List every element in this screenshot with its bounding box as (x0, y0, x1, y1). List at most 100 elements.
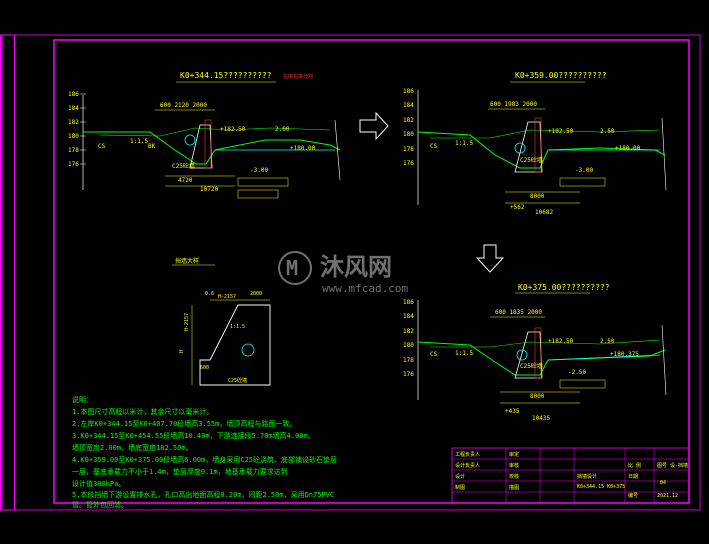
outer-frame (1, 34, 701, 511)
drawing-border (53, 39, 690, 504)
tb-right1-label: 比 例 (628, 462, 641, 469)
s3-dim-bottom2: 10435 (532, 415, 550, 422)
title-block: 工程负责人 审定 设计负责人 审核 挡墙设计 设计 校核 K0+344.15 K… (451, 447, 690, 504)
watermark-text: 沐风网 (320, 253, 392, 281)
s3-level-178: 178 (403, 357, 414, 364)
s1-label-cs: CS (98, 143, 106, 150)
s1-dim-top: 600 2120 2000 (160, 102, 207, 109)
tb-r3c2: 校核 (509, 473, 519, 480)
s3-label-c: C25砼墙 (520, 362, 543, 370)
tb-r3c3: K0+344.15 K0+375 (577, 484, 625, 490)
notes-line-6: 一层，基底承载力不小于1.4m，垫层厚度0.1m，地基承载力要求达到 (72, 467, 288, 476)
detail-section: 挡墙大样 0.6 H-2157 2000 1:1.5 H H-2157 600 … (172, 257, 271, 386)
tb-right2-value: 04 (660, 480, 666, 486)
notes-line-9: 管。管外包回滤。 (72, 500, 128, 509)
s3-level-right: +182.50 (548, 338, 574, 345)
section-1-title: K0+344.15?????????? (180, 71, 272, 80)
tb-r1c2: 审定 (509, 451, 519, 458)
s2-dim-bottom1: 8000 (530, 193, 545, 200)
s1-label-c: C25砼墙 (172, 162, 195, 170)
detail-dim-bottom: 600 (200, 365, 209, 371)
watermark-url: www.mfcad.com (322, 282, 408, 295)
detail-dim-side1: H-2157 (184, 313, 190, 331)
s3-level-180: 180 (403, 342, 414, 349)
detail-dim-top3: 2000 (250, 291, 262, 297)
detail-label: C25砼墙 (228, 377, 247, 384)
s2-level-right: +182.50 (548, 128, 574, 135)
tb-r4c1: 制图 (455, 484, 465, 491)
watermark-logo-icon (278, 251, 312, 285)
tb-r2c2: 审核 (509, 462, 519, 469)
s3-label-cs: CS (430, 351, 438, 358)
s1-level-186: 186 (68, 91, 79, 98)
section-1-note: 左岸右岸分別 (283, 73, 313, 80)
s1-level-left: 2.00 (275, 126, 290, 133)
s2-dim-top: 600 1983 2000 (490, 101, 537, 108)
notes-line-5: 4.K0+359.00至K0+375.00段墙高6.00m，墙身采用C25砼浇筑… (72, 455, 337, 464)
s1-level-178: 178 (68, 147, 79, 154)
s2-level-180: 180 (403, 131, 414, 138)
notes-line-3: 3.K0+344.15至K0+454.55段墙高10.40m，下游连接段5.70… (72, 431, 315, 440)
s2-level-left: 2.50 (600, 128, 615, 135)
detail-ratio: 1:1.5 (230, 324, 245, 330)
s3-dim-bottom1: 8000 (530, 393, 545, 400)
s1-ratio: 1:1.5 (130, 138, 148, 145)
s3-level-water: +180.375 (610, 351, 639, 358)
s1-level-water: +180.00 (290, 145, 316, 152)
section-2-title: K0+359.00?????????? (515, 71, 607, 80)
tb-r3c1: 设计 (455, 473, 465, 480)
tb-r4c2: 描图 (509, 484, 519, 491)
s2-ratio: 1:1.5 (455, 140, 473, 147)
s3-level-186: 186 (403, 299, 414, 306)
s1-dim-bottom1: 4720 (178, 177, 193, 184)
s2-level-182: 182 (403, 117, 414, 124)
s2-label-c: C25砼墙 (520, 156, 543, 164)
s1-level-176: 176 (68, 161, 79, 168)
s2-level-water: +180.00 (615, 145, 641, 152)
s1-dim-bottom2: 10720 (200, 186, 218, 193)
tb-right3-value: 2021.12 (657, 493, 678, 499)
tb-right3-label: 编号 (628, 492, 638, 499)
detail-title: 挡墙大样 (175, 257, 199, 265)
detail-dim-top1: 0.6 (205, 291, 214, 297)
s2-dim-bottom3: +562 (510, 204, 525, 211)
s3-level-184: 184 (403, 313, 414, 320)
s1-label-bk: BK (148, 143, 156, 150)
s2-level-176: 176 (403, 160, 414, 167)
s2-level-178: 178 (403, 146, 414, 153)
s1-level-184: 184 (68, 105, 79, 112)
s3-level-182: 182 (403, 328, 414, 335)
arrow-down-icon (475, 244, 505, 273)
tb-r2c3: 挡墙设计 (577, 473, 597, 480)
notes-line-7: 设计值300kPa。 (72, 479, 125, 488)
s1-level-right: +182.50 (220, 126, 246, 133)
s3-dim-bottom3: +435 (505, 408, 520, 415)
tb-r2c1: 设计负责人 (455, 462, 480, 469)
s3-ratio: 1:1.5 (455, 350, 473, 357)
s2-level-184: 184 (403, 102, 414, 109)
section-3: K0+375.00?????????? 186 184 182 180 178 … (403, 283, 667, 422)
detail-dim-top2: H-2157 (218, 294, 236, 300)
watermark-logo: M (286, 256, 298, 280)
tb-right2-label: 日期 (628, 474, 638, 480)
detail-dim-side2: H (179, 350, 185, 353)
section-2: K0+359.00?????????? 186 184 182 180 178 … (403, 71, 667, 216)
s3-level-176: 176 (403, 371, 414, 378)
arrow-right-icon (359, 111, 389, 141)
notes-heading: 说明： (72, 395, 93, 404)
watermark: M 沐风网 www.mfcad.com (278, 251, 408, 295)
s3-dim-top: 600 1835 2000 (495, 309, 542, 316)
notes-line-4: 墙顶宽度2.00m，墙底宽度182.50m。 (72, 443, 193, 452)
notes-line-8: 5.本段挡墙下游设置排水孔，孔口高出地面高程0.20m，间距2.50m，采用Dn… (72, 490, 334, 499)
s1-level-bottom: -3.00 (250, 167, 268, 174)
s3-level-left: 2.50 (600, 338, 615, 345)
notes-line-2: 2.左岸K0+344.15至K0+407.70段墙高3.55m，墙顶高程与路面一… (72, 419, 296, 428)
s2-level-186: 186 (403, 88, 414, 95)
notes-line-1: 1.本图尺寸高程以米计，其余尺寸以毫米计。 (72, 407, 213, 416)
notes-block: 说明： 1.本图尺寸高程以米计，其余尺寸以毫米计。 2.左岸K0+344.15至… (72, 395, 337, 509)
s1-level-182: 182 (68, 119, 79, 126)
left-margin-frame (0, 34, 15, 511)
tb-r1c1: 工程负责人 (455, 451, 480, 458)
s2-dim-bottom2: 10682 (535, 209, 553, 216)
